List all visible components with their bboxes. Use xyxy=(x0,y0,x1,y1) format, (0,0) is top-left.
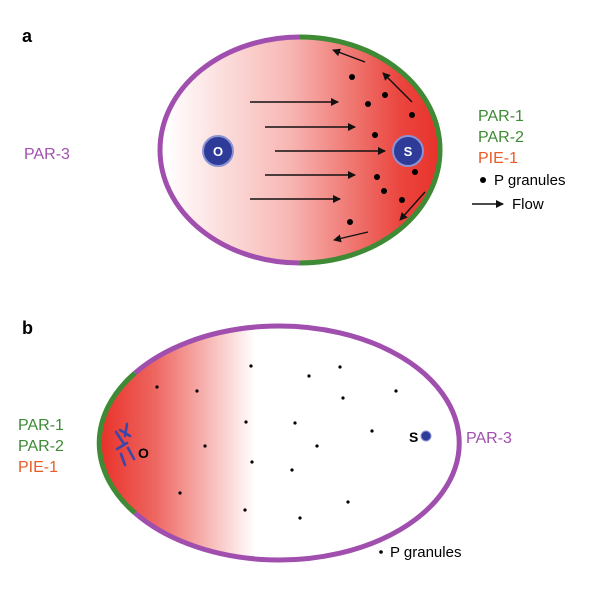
p-granule xyxy=(341,396,345,400)
p-granule xyxy=(338,365,342,369)
p-granule xyxy=(370,429,374,433)
par3-label-b: PAR-3 xyxy=(466,430,512,447)
p-granule xyxy=(381,188,387,194)
p-granule xyxy=(382,92,388,98)
p-granule xyxy=(298,516,302,520)
p-granule xyxy=(290,468,294,472)
p-granule xyxy=(155,385,159,389)
p-granule xyxy=(178,491,182,495)
par2-label-b: PAR-2 xyxy=(18,438,64,455)
p-granule xyxy=(293,421,297,425)
chromosome-stroke xyxy=(114,430,126,446)
p-granule xyxy=(372,132,378,138)
sperm-pronucleus-label-a: S xyxy=(404,144,413,159)
p-granule xyxy=(412,169,418,175)
chromosome-stroke xyxy=(126,446,136,461)
cortex-par3-a xyxy=(157,34,301,266)
p-granule xyxy=(399,197,405,203)
legend-granule-dot-a xyxy=(480,177,486,183)
p-granules-a xyxy=(347,74,418,225)
p-granule xyxy=(315,444,319,448)
oocyte-pronucleus-a xyxy=(202,135,234,167)
p-granule xyxy=(243,508,247,512)
p-granule xyxy=(195,389,199,393)
par1-label-a: PAR-1 xyxy=(478,108,524,125)
sperm-label-b: S xyxy=(409,429,418,445)
p-granule xyxy=(203,444,207,448)
par3-label-a: PAR-3 xyxy=(24,146,70,163)
p-granules-b xyxy=(155,364,398,520)
sperm-pronucleus-a xyxy=(392,135,424,167)
p-granule xyxy=(394,389,398,393)
embryo-a-gradient xyxy=(160,37,440,263)
panel-b: b xyxy=(18,318,512,563)
p-granule xyxy=(346,500,350,504)
cortical-flow-arrow xyxy=(332,48,366,63)
cortex-par3-b xyxy=(133,323,462,563)
par1-label-b: PAR-1 xyxy=(18,417,64,434)
oocyte-chromosomes-b xyxy=(114,422,136,467)
flow-arrows-a xyxy=(250,48,426,243)
p-granule xyxy=(349,74,355,80)
p-granule xyxy=(307,374,311,378)
pie1-label-a: PIE-1 xyxy=(478,150,518,167)
cortical-flow-arrow xyxy=(333,231,369,243)
p-granule xyxy=(365,101,371,107)
chromosome-stroke xyxy=(123,422,129,438)
par2-label-a: PAR-2 xyxy=(478,129,524,146)
p-granule xyxy=(374,174,380,180)
p-granule xyxy=(347,219,353,225)
p-granule xyxy=(250,460,254,464)
pie1-label-b: PIE-1 xyxy=(18,459,58,476)
p-granule xyxy=(409,112,415,118)
oocyte-label-b: O xyxy=(138,445,149,461)
chromosome-stroke xyxy=(119,452,127,467)
cortical-flow-arrow xyxy=(399,191,426,221)
legend-granules-label-a: P granules xyxy=(494,172,565,189)
oocyte-pronucleus-label-a: O xyxy=(213,144,223,159)
embryo-b-gradient xyxy=(100,326,460,560)
chromosome-stroke xyxy=(115,441,129,451)
sperm-centrosome-b xyxy=(420,430,432,442)
panel-a: a xyxy=(22,26,565,266)
legend-flow-label: Flow xyxy=(512,196,544,213)
p-granule xyxy=(249,364,253,368)
legend-granules-label-b: P granules xyxy=(390,544,461,561)
cortical-flow-arrow xyxy=(382,72,413,103)
panel-a-letter: a xyxy=(22,26,33,46)
legend-granule-dot-b xyxy=(379,550,383,554)
cortex-par12-b xyxy=(96,371,137,515)
p-granule xyxy=(244,420,248,424)
panel-b-letter: b xyxy=(22,318,33,338)
cortex-par12-a xyxy=(299,34,443,266)
